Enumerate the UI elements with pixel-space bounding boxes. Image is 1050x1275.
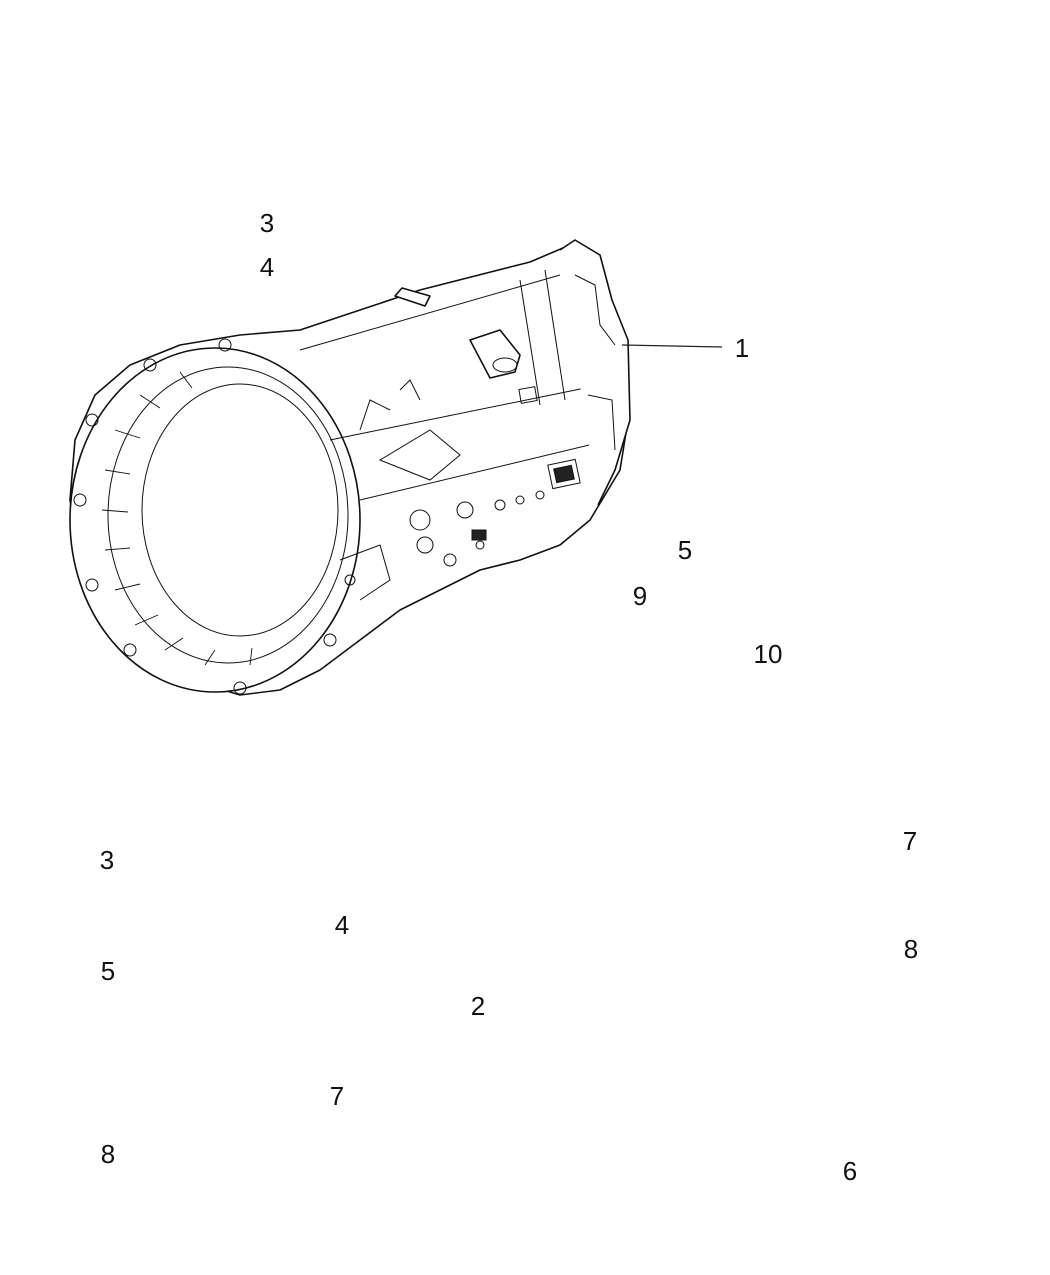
callout-1: 1 (734, 333, 750, 363)
transmission-case (69, 239, 631, 696)
callout-5-kit: 5 (100, 956, 116, 986)
callout-7-valve-body: 7 (902, 826, 918, 856)
callout-9: 9 (632, 581, 648, 611)
callout-8-valve-body: 8 (903, 934, 919, 964)
callout-3-kit: 3 (99, 845, 115, 875)
callout-3-top: 3 (259, 208, 275, 238)
callout-5-top: 5 (677, 535, 693, 565)
callout-2: 2 (470, 991, 486, 1021)
callout-10: 10 (753, 639, 783, 669)
callout-8-kit: 8 (100, 1139, 116, 1169)
callout-4-kit: 4 (334, 910, 350, 940)
callout-4-top: 4 (259, 252, 275, 282)
callout-6: 6 (842, 1156, 858, 1186)
callout-7-kit: 7 (329, 1081, 345, 1111)
